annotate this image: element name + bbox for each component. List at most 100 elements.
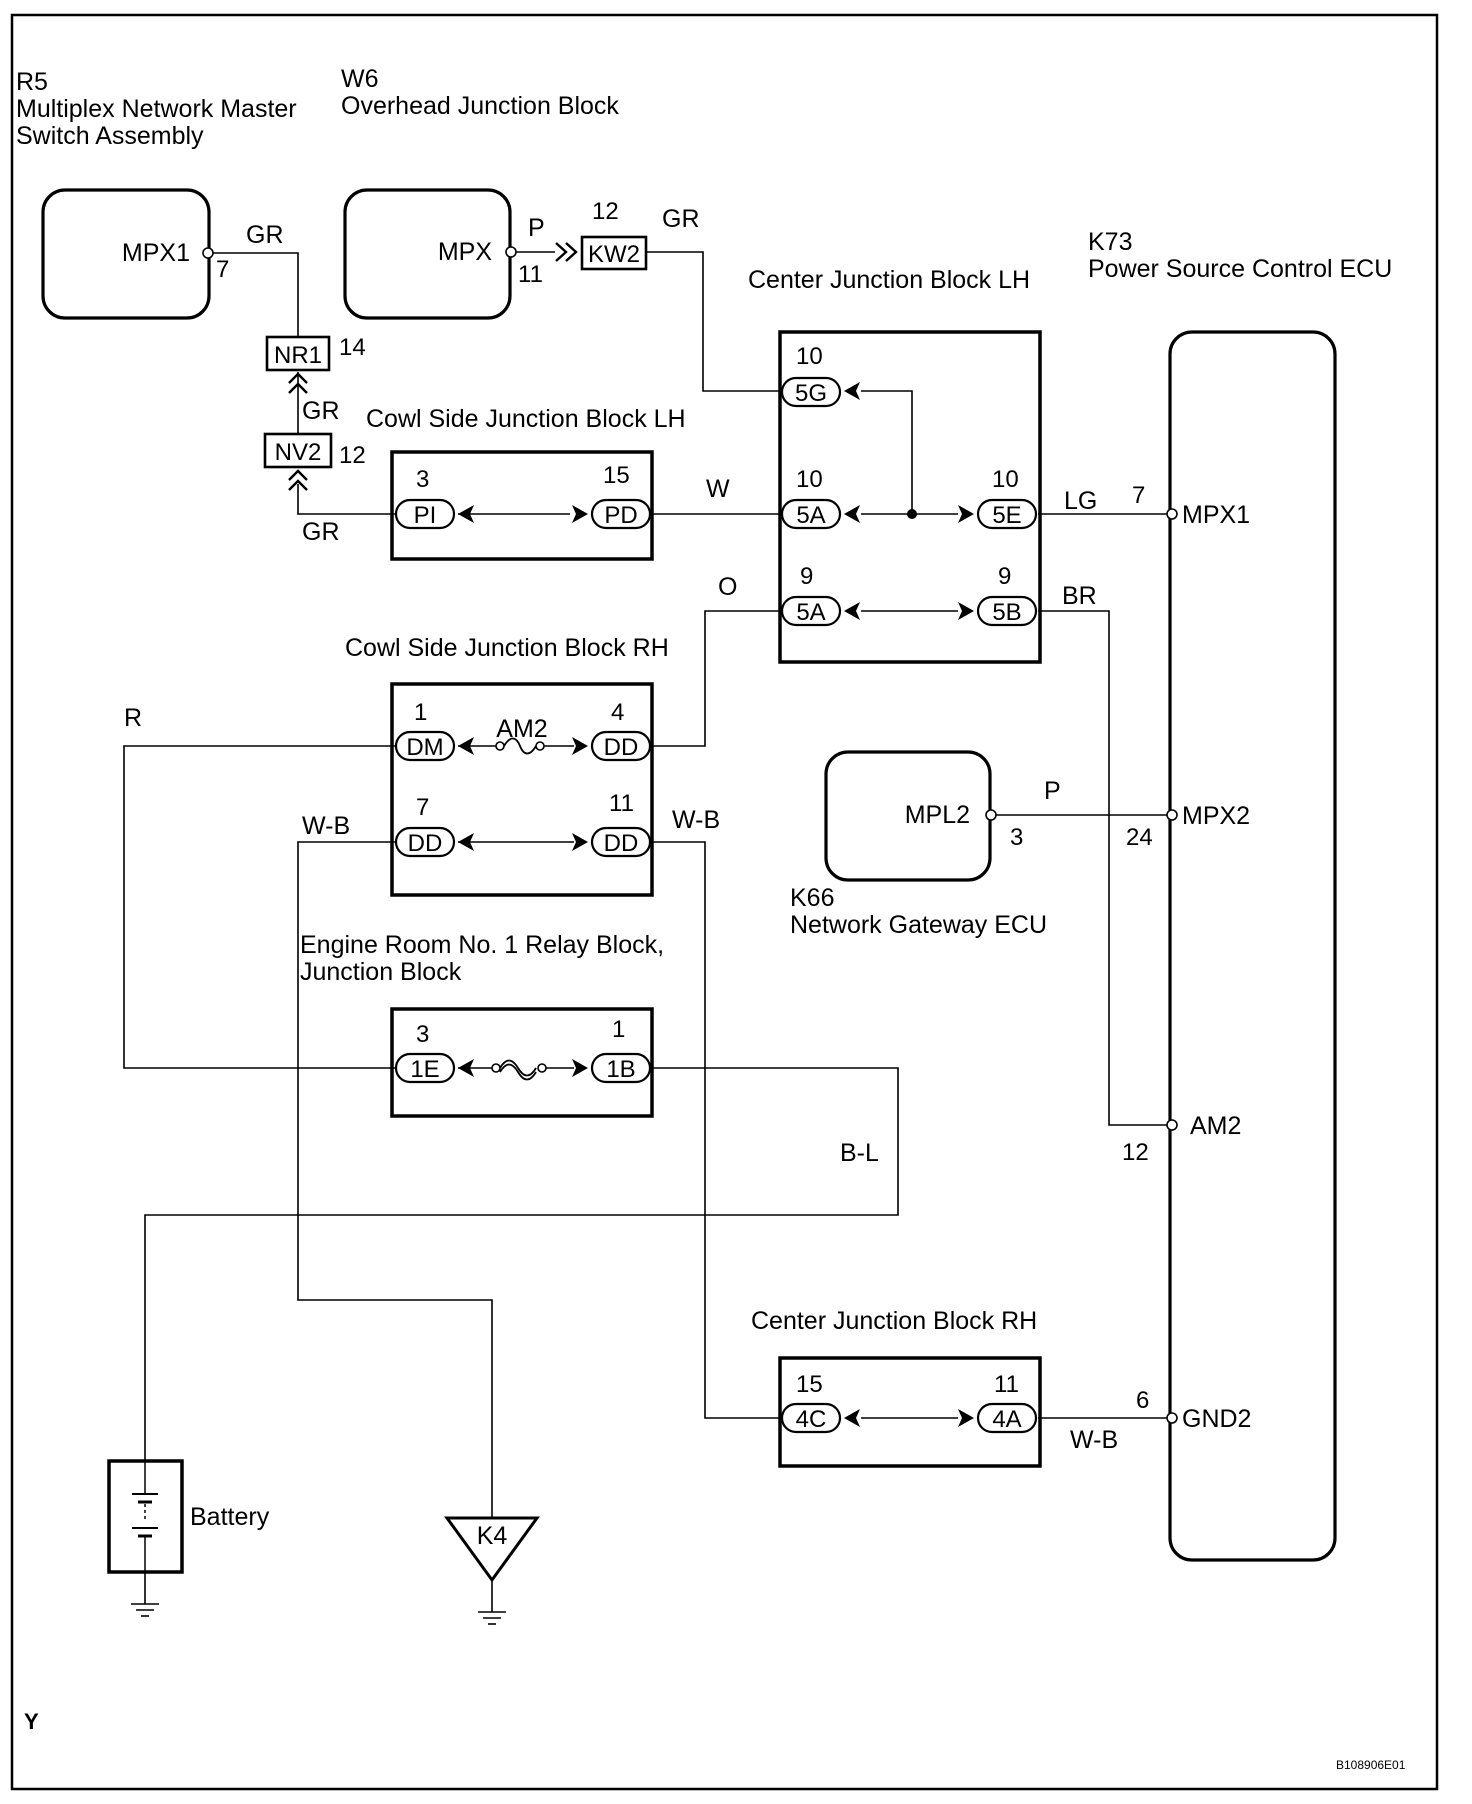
battery-label: Battery — [190, 1503, 270, 1531]
terminal-w6-mpx — [505, 246, 517, 258]
k73-name: Power Source Control ECU — [1088, 255, 1392, 283]
pin-dd-4: 4 — [611, 699, 624, 726]
engine-room-relay-block — [390, 1007, 654, 1118]
pin-k73-6: 6 — [1136, 1387, 1149, 1414]
pin-1b-1: 1 — [612, 1016, 625, 1043]
pin-k66-3: 3 — [1010, 824, 1023, 851]
pin-dm-1: 1 — [414, 699, 427, 726]
connector-5e — [976, 498, 1038, 530]
arrow-5b-icon — [958, 602, 974, 620]
cowl-side-junction-block-rh — [390, 682, 654, 897]
connector-nv2 — [263, 432, 333, 469]
connector-dd-bottom-right — [590, 826, 652, 858]
connector-dd-top-right — [590, 730, 652, 762]
battery-ground-icon — [131, 1603, 159, 1617]
r5-name-line1: Multiplex Network Master — [16, 95, 297, 123]
wire-5b-am2 — [1038, 610, 1172, 1126]
wires — [123, 251, 1172, 1612]
k73-code: K73 — [1088, 228, 1132, 256]
wire-color-dd-left-wb: W-B — [302, 812, 350, 840]
pin-k73-24: 24 — [1126, 824, 1153, 851]
w6-name: Overhead Junction Block — [341, 92, 619, 120]
connector-5g-label: 5G — [795, 380, 827, 407]
terminal-r5-mpx1 — [202, 247, 214, 259]
connector-1e-label: 1E — [410, 1056, 439, 1083]
wire-r5-mpx1 — [211, 252, 299, 337]
w6-terminal-mpx: MPX — [438, 238, 493, 266]
nr1-chevron-icon — [288, 372, 308, 394]
terminal-k73-mpx2 — [1166, 809, 1178, 821]
k73-terminal-mpx1: MPX1 — [1182, 501, 1250, 529]
connector-pd-label: PD — [604, 502, 637, 529]
connector-nr1-label: NR1 — [274, 342, 322, 369]
connector-nr1 — [265, 335, 331, 372]
arrow-4a-icon — [958, 1409, 974, 1427]
cjb-lh-title: Center Junction Block LH — [748, 266, 1030, 294]
terminal-k73-mpx1 — [1166, 508, 1178, 520]
connector-1b — [590, 1052, 652, 1084]
connector-dm-label: DM — [406, 734, 443, 761]
fuse-am2-icon — [503, 737, 537, 755]
cowl-side-junction-block-lh — [390, 450, 654, 561]
r5-terminal-mpx1: MPX1 — [122, 239, 190, 267]
wire-color-dd-5a-o: O — [718, 573, 737, 601]
k73-terminal-gnd2: GND2 — [1182, 1405, 1251, 1433]
er-relay-title-line2: Junction Block — [300, 958, 462, 986]
connector-5a-bottom-label: 5A — [796, 599, 825, 626]
connector-1b-label: 1B — [606, 1056, 635, 1083]
wire-5g-junction — [861, 390, 913, 514]
wire-junction-dot — [907, 509, 917, 519]
arrow-dd-tr-icon — [572, 737, 588, 755]
arrow-dm-icon — [458, 737, 474, 755]
connector-pi-label: PI — [414, 502, 437, 529]
arrow-pd-icon — [572, 505, 588, 523]
connector-5a-top — [780, 498, 842, 530]
k66-name: Network Gateway ECU — [790, 911, 1047, 939]
wire-color-1b-bl: B-L — [840, 1139, 879, 1167]
pin-r5-7: 7 — [216, 256, 229, 283]
connector-dd-bottom-left — [394, 826, 456, 858]
arrow-pi-icon — [458, 505, 474, 523]
er-relay-title-line1: Engine Room No. 1 Relay Block, — [300, 931, 664, 959]
arrow-5a-top-icon — [844, 505, 860, 523]
pin-pi-3: 3 — [416, 466, 429, 493]
pin-dd-7: 7 — [416, 794, 429, 821]
fusible-link-icon — [499, 1059, 537, 1081]
pin-5b-9: 9 — [998, 563, 1011, 590]
nv2-chevron-icon — [288, 469, 308, 491]
wire-color-4a-wb: W-B — [1070, 1426, 1118, 1454]
wire-color-dm-r: R — [124, 704, 142, 732]
pin-1e-3: 3 — [416, 1021, 429, 1048]
wire-color-r5-gr: GR — [246, 221, 284, 249]
k73-ecu-box — [1168, 330, 1337, 1562]
connector-kw2-label: KW2 — [588, 241, 640, 268]
connector-pd — [590, 498, 652, 530]
connector-dd-top-right-label: DD — [604, 734, 639, 761]
k73-terminal-am2: AM2 — [1190, 1112, 1241, 1140]
pin-w6-11: 11 — [518, 261, 543, 288]
connector-5b-label: 5B — [992, 599, 1021, 626]
link-terminal-right — [537, 1063, 547, 1073]
k73-terminal-mpx2: MPX2 — [1182, 802, 1250, 830]
pin-k73-12: 12 — [1122, 1139, 1149, 1166]
arrow-dd-br-icon — [572, 833, 588, 851]
r5-name-line2: Switch Assembly — [16, 122, 204, 150]
terminal-k73-gnd2 — [1166, 1412, 1178, 1424]
wire-color-w6-p: P — [528, 214, 545, 242]
fuse-terminal-left — [495, 741, 505, 751]
terminal-k73-am2 — [1166, 1119, 1178, 1131]
link-terminal-left — [491, 1063, 501, 1073]
connector-4c — [780, 1402, 842, 1434]
connector-dd-bottom-left-label: DD — [408, 830, 443, 857]
pin-5a-10: 10 — [796, 466, 823, 493]
connector-4c-label: 4C — [796, 1406, 827, 1433]
wire-color-5b-br: BR — [1062, 582, 1097, 610]
w6-code: W6 — [341, 65, 379, 93]
connector-4a-label: 4A — [992, 1406, 1021, 1433]
arrow-5a-bottom-icon — [844, 602, 860, 620]
pin-4a-11: 11 — [994, 1371, 1019, 1398]
wire-color-pd-5a-w: W — [706, 475, 730, 503]
r5-code: R5 — [16, 68, 48, 96]
wire-color-5e-lg: LG — [1064, 487, 1097, 515]
